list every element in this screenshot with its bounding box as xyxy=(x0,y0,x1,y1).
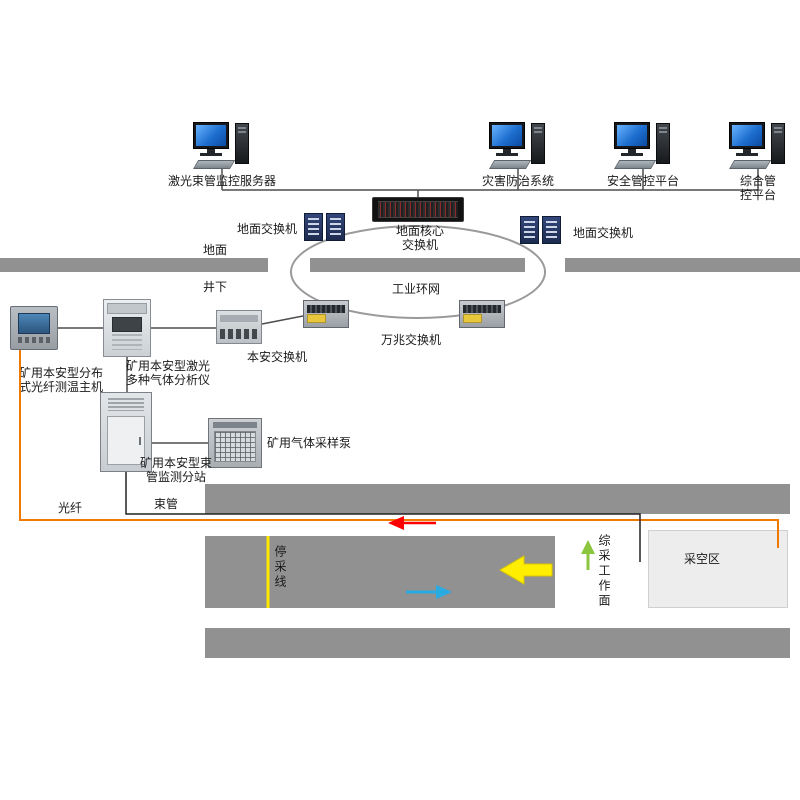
device-panel xyxy=(220,315,258,322)
working-face-arrow xyxy=(581,540,595,570)
monitor-stand xyxy=(503,149,511,153)
device-panel xyxy=(213,422,257,428)
core-switch-icon xyxy=(372,197,464,222)
industrial-ring-ellipse xyxy=(290,225,546,319)
label-laser-server: 激光束管监控服务器 xyxy=(167,174,277,188)
monitor-base xyxy=(200,153,222,156)
tower-icon xyxy=(531,123,545,164)
device-link-lines xyxy=(58,315,304,444)
ground-switch-left-icon xyxy=(304,213,345,241)
switch-unit-icon xyxy=(542,216,561,244)
device-panel xyxy=(107,303,147,314)
ten-gig-switch-left-icon xyxy=(303,300,349,328)
mining-block xyxy=(205,536,555,608)
gas-analyzer-icon xyxy=(103,299,151,357)
workstation-uplink-lines xyxy=(221,167,759,198)
monitor-icon xyxy=(729,122,765,149)
label-goaf: 采空区 xyxy=(683,552,721,566)
workstation-disaster-system-icon xyxy=(489,122,547,170)
fiber-temp-host-icon xyxy=(10,306,58,350)
cabinet-vents xyxy=(108,398,144,411)
workstation-laser-server-icon xyxy=(193,122,251,170)
workstation-safety-platform-icon xyxy=(614,122,672,170)
surface-bar-left xyxy=(0,258,268,272)
label-surface: 地面 xyxy=(202,243,228,257)
tunnel-bottom-bar xyxy=(205,628,790,658)
monitor-screen xyxy=(492,125,522,146)
tunnel-top-bar xyxy=(205,484,790,514)
sampling-pump-icon xyxy=(208,418,262,468)
label-underground: 井下 xyxy=(202,280,228,294)
beam-tube-station-icon xyxy=(100,392,152,472)
surface-bar-middle xyxy=(310,258,525,272)
monitor-screen xyxy=(196,125,226,146)
label-disaster-system: 灾害防治系统 xyxy=(481,174,555,188)
monitor-base xyxy=(621,153,643,156)
device-vents xyxy=(112,334,142,350)
switch-unit-icon xyxy=(326,213,345,241)
monitor-screen xyxy=(617,125,647,146)
label-integrated-platform: 综合管控平台 xyxy=(739,174,776,202)
label-beam-tube-station: 矿用本安型束 管监测分站 xyxy=(139,456,213,484)
device-buttons xyxy=(18,337,50,343)
label-gas-analyzer: 矿用本安型激光 多种气体分析仪 xyxy=(125,359,211,387)
label-sampling-pump: 矿用气体采样泵 xyxy=(267,436,352,450)
switch-unit-icon xyxy=(304,213,323,241)
label-fiber: 光纤 xyxy=(57,501,83,515)
pump-grille xyxy=(214,431,256,462)
label-stop-line: 停采线 xyxy=(273,545,287,590)
ten-gig-switch-right-icon xyxy=(459,300,505,328)
ground-switch-right-icon xyxy=(520,216,561,244)
cabinet-door xyxy=(107,416,145,465)
label-safety-platform: 安全管控平台 xyxy=(606,174,680,188)
beam-tube-line xyxy=(125,472,641,562)
device-screen xyxy=(18,313,50,334)
tower-icon xyxy=(771,123,785,164)
tower-icon xyxy=(656,123,670,164)
label-core-switch: 地面核心 交换机 xyxy=(395,224,445,252)
tower-icon xyxy=(235,123,249,164)
monitor-stand xyxy=(207,149,215,153)
workstation-integrated-platform-icon xyxy=(729,122,787,170)
monitor-icon xyxy=(614,122,650,149)
monitor-stand xyxy=(743,149,751,153)
switch-ports xyxy=(220,329,258,339)
label-ten-gig-switch: 万兆交换机 xyxy=(380,333,442,347)
label-ring-network: 工业环网 xyxy=(391,282,441,296)
switch-unit-icon xyxy=(520,216,539,244)
label-beam-tube: 束管 xyxy=(153,497,179,511)
goaf-area xyxy=(648,530,788,608)
surface-bar-right xyxy=(565,258,800,272)
monitor-stand xyxy=(628,149,636,153)
label-working-face: 综采工作面 xyxy=(597,534,611,609)
label-ground-switch-left: 地面交换机 xyxy=(236,222,298,236)
monitor-screen xyxy=(732,125,762,146)
switch-slots xyxy=(378,201,458,218)
is-switch-icon xyxy=(216,310,262,344)
face-advance-arrow xyxy=(499,555,553,585)
monitor-icon xyxy=(489,122,525,149)
label-fiber-temp-host: 矿用本安型分布 式光纤测温主机 xyxy=(18,366,104,394)
monitor-base xyxy=(736,153,758,156)
device-screen xyxy=(112,317,142,332)
monitor-icon xyxy=(193,122,229,149)
label-ground-switch-right: 地面交换机 xyxy=(572,226,634,240)
intake-air-arrow xyxy=(406,585,452,599)
label-is-switch: 本安交换机 xyxy=(246,350,308,364)
return-air-arrow xyxy=(388,516,436,530)
monitor-base xyxy=(496,153,518,156)
